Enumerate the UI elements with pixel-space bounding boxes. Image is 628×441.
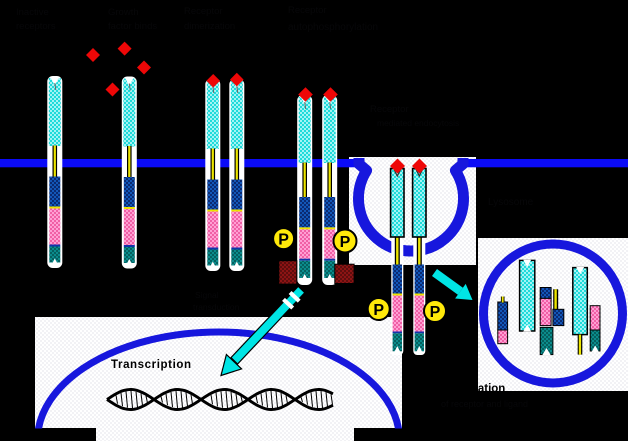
- svg-text:Transcription: Transcription: [111, 359, 192, 371]
- svg-text:Receptor: Receptor: [288, 5, 327, 16]
- svg-text:Receptor: Receptor: [370, 104, 409, 115]
- svg-text:P: P: [278, 231, 289, 248]
- svg-text:transduction: transduction: [193, 302, 240, 312]
- svg-text:factor binds: factor binds: [108, 21, 157, 32]
- svg-text:degradation: degradation: [440, 383, 506, 395]
- svg-text:Receptor: Receptor: [184, 6, 223, 17]
- svg-text:Growth: Growth: [108, 7, 139, 18]
- svg-text:autophosphorylation: autophosphorylation: [288, 22, 378, 33]
- svg-text:P: P: [340, 234, 351, 251]
- svg-text:Lysosome: Lysosome: [488, 197, 534, 208]
- svg-text:receptors: receptors: [16, 21, 56, 32]
- svg-text:of receptor and ligand: of receptor and ligand: [441, 399, 528, 409]
- svg-text:P: P: [373, 302, 384, 319]
- svg-text:Inactive: Inactive: [16, 7, 49, 18]
- svg-text:mediated endocytosis: mediated endocytosis: [377, 118, 459, 128]
- svg-text:P: P: [430, 304, 441, 321]
- svg-text:dimerization: dimerization: [184, 21, 235, 32]
- svg-text:Signal: Signal: [195, 290, 219, 300]
